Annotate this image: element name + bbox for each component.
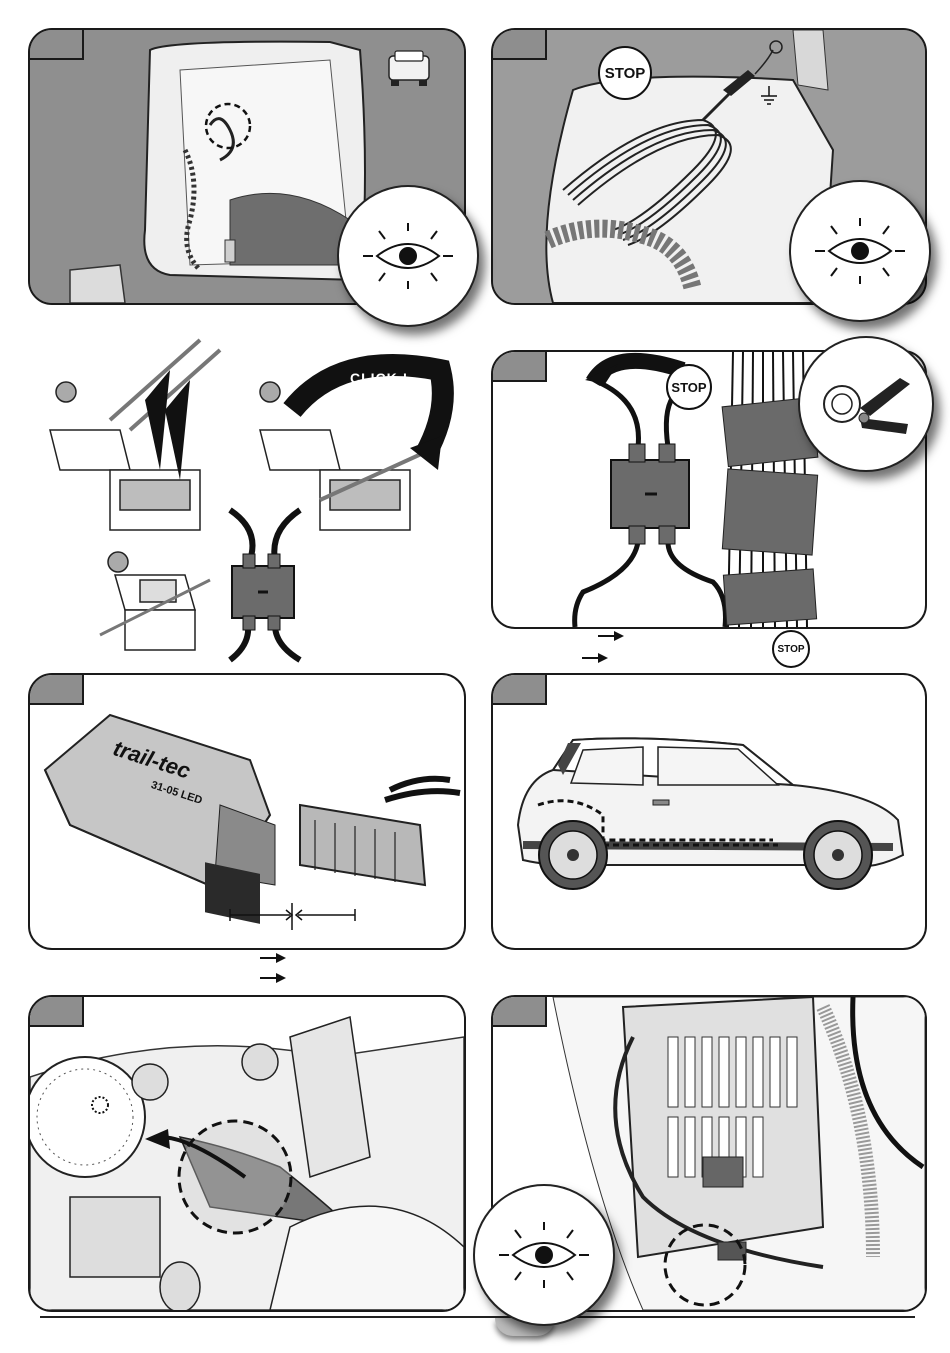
step-number-tab-2 xyxy=(493,30,547,60)
arrow-legend-3 xyxy=(260,952,286,966)
step-panel-7 xyxy=(28,995,466,1312)
arrow-legend-4 xyxy=(260,972,286,986)
arrow-right-icon xyxy=(260,952,286,964)
step-marker-2 xyxy=(260,382,280,402)
inspect-magnifier-3 xyxy=(473,1184,615,1326)
stop-label: STOP xyxy=(671,380,706,395)
step-marker-1 xyxy=(56,382,76,402)
trail-tec-module-illustration xyxy=(30,675,464,948)
car-rear-view-icon xyxy=(385,48,433,88)
car-side-view-illustration xyxy=(493,675,925,948)
stop-label: STOP xyxy=(605,65,646,82)
step-number-tab-4 xyxy=(493,352,547,382)
arrow-right-icon xyxy=(598,630,624,642)
stop-warning-badge-3: STOP xyxy=(772,630,810,668)
stop-label: STOP xyxy=(777,644,804,655)
step-number-tab-1 xyxy=(30,30,84,60)
inspect-magnifier-1 xyxy=(337,185,479,327)
tool-magnifier xyxy=(798,336,934,472)
step-number-tab-8 xyxy=(493,997,547,1027)
wire-cutter-icon xyxy=(800,338,932,470)
inspect-magnifier-2 xyxy=(789,180,931,322)
eye-icon xyxy=(791,182,929,320)
arrow-right-icon xyxy=(582,652,608,664)
step-number-tab-7 xyxy=(30,997,84,1027)
dashboard-illustration xyxy=(30,997,464,1310)
stop-warning-badge-1: STOP xyxy=(598,46,652,100)
eye-icon xyxy=(475,1186,613,1324)
arrow-legend-1 xyxy=(598,630,624,644)
stop-warning-badge-2: STOP xyxy=(666,364,712,410)
step-panel-6 xyxy=(491,673,927,950)
highlight-circle xyxy=(179,1121,291,1233)
click-label: CLICK ! xyxy=(350,370,408,386)
step-panel-5: trail-tec 31-05 LED xyxy=(28,673,466,950)
eye-icon xyxy=(339,187,477,325)
arrow-legend-2 xyxy=(582,652,608,666)
arrow-right-icon xyxy=(260,972,286,984)
ground-icon xyxy=(759,86,779,110)
step-number-tab-6 xyxy=(493,675,547,705)
step-number-tab-5 xyxy=(30,675,84,705)
step-marker-3 xyxy=(108,552,128,572)
